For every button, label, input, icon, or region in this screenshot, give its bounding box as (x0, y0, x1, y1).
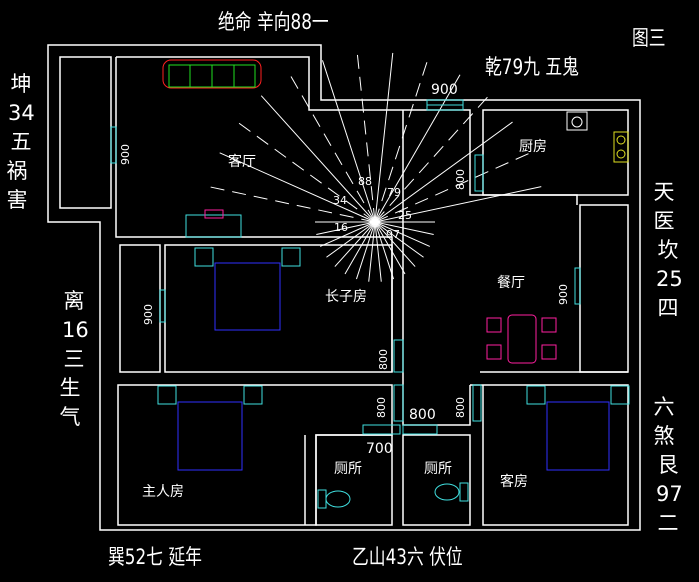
dim-left-room: 900 (142, 304, 155, 325)
direction-left-top: 坤 34 五祸害 (7, 70, 35, 215)
label: 97 (656, 482, 683, 506)
dining-table-icon (486, 314, 557, 364)
compass-ray (355, 221, 376, 280)
bed-icons (157, 247, 630, 471)
living-room-wall (116, 56, 578, 205)
compass-ray (374, 121, 513, 223)
compass-rays (208, 52, 542, 282)
right-room-wall (579, 204, 629, 373)
label: 16 (62, 318, 89, 342)
kitchen-wall (482, 109, 629, 196)
room-guest: 客房 (500, 474, 528, 490)
label: 天医 (653, 180, 675, 233)
room-toilet-1: 厕所 (334, 461, 362, 477)
compass-ray (374, 152, 531, 223)
tv-cabinet-icon (185, 209, 242, 238)
toilet1-wall (315, 434, 393, 526)
room-eldest-son: 长子房 (325, 289, 367, 305)
label: 34 (8, 101, 35, 125)
label: 祸害 (6, 159, 28, 212)
direction-left-bottom: 离 16 三生气 (60, 287, 89, 432)
compass-34: 34 (333, 194, 347, 207)
room-living: 客厅 (228, 154, 256, 170)
room-dining: 餐厅 (497, 275, 525, 291)
compass-ray (219, 152, 376, 223)
dim-living-left: 900 (119, 144, 132, 165)
direction-bottom-left: 巽52七 延年 (108, 545, 202, 569)
dim-master-door: 800 (375, 397, 388, 418)
room-kitchen: 厨房 (519, 139, 547, 155)
compass-25: 25 (398, 209, 412, 222)
dim-son-door: 800 (377, 349, 390, 370)
label: 二 (657, 511, 679, 535)
room-master: 主人房 (142, 484, 184, 500)
dim-toilet-door: 700 (366, 441, 393, 457)
compass-ray (321, 60, 376, 223)
compass-ray (319, 221, 376, 247)
compass-16: 16 (334, 221, 348, 234)
dim-kitchen-door: 800 (454, 169, 467, 190)
master-room-wall (117, 384, 393, 526)
eldest-son-room-wall (164, 244, 393, 373)
label: 四 (657, 296, 679, 320)
compass-ray (374, 221, 406, 275)
direction-bottom-center: 乙山43六 伏位 (352, 545, 463, 569)
compass-ray (289, 74, 376, 223)
sink-icon (566, 111, 588, 131)
walls (47, 44, 641, 531)
compass-ray (316, 221, 376, 235)
compass-ray (374, 221, 382, 282)
compass-ray (368, 221, 376, 282)
compass-ray (374, 221, 424, 258)
label: 25 (656, 267, 683, 291)
label: 生气 (59, 376, 81, 429)
direction-right-top: 天医坎 25 四 (654, 178, 683, 323)
figure-title: 图三 (632, 26, 666, 50)
compass-97: 97 (386, 228, 400, 241)
left-closet (59, 56, 112, 209)
dim-hall: 800 (409, 407, 436, 423)
compass-ray (374, 221, 395, 280)
compass-ray (344, 221, 376, 275)
dim-dining-right: 900 (557, 284, 570, 305)
compass-ray (208, 186, 376, 223)
compass-ray (374, 52, 394, 223)
doors (110, 99, 581, 435)
compass-ray (237, 121, 376, 223)
label: 离 (63, 289, 85, 313)
label: 坎 (657, 238, 679, 262)
compass-79: 79 (387, 186, 401, 199)
dim-guest-door: 800 (454, 397, 467, 418)
sofa-icon (162, 59, 262, 89)
direction-top: 绝命 辛向88一 (218, 10, 329, 34)
compass-88: 88 (358, 175, 372, 188)
compass-ray (260, 95, 376, 223)
direction-top-right: 乾79九 五鬼 (485, 55, 579, 79)
compass-ray (374, 221, 416, 267)
stove-icon (613, 131, 629, 163)
label: 三 (63, 347, 85, 371)
direction-right-bottom: 六煞艮 97 二 (654, 393, 683, 538)
compass-ray (374, 60, 429, 223)
compass-ray (356, 52, 376, 223)
compass-ray (374, 95, 490, 223)
label: 坤 (10, 72, 32, 96)
dim-top-window: 900 (431, 82, 458, 98)
label: 艮 (657, 453, 679, 477)
compass-ray (374, 221, 434, 235)
label: 六煞 (653, 395, 675, 448)
room-toilet-2: 厕所 (424, 461, 452, 477)
compass-ray (326, 221, 376, 258)
outer-wall (47, 44, 641, 531)
toilet-icons (317, 482, 469, 509)
toilet2-wall (402, 434, 471, 526)
label: 五 (10, 130, 32, 154)
